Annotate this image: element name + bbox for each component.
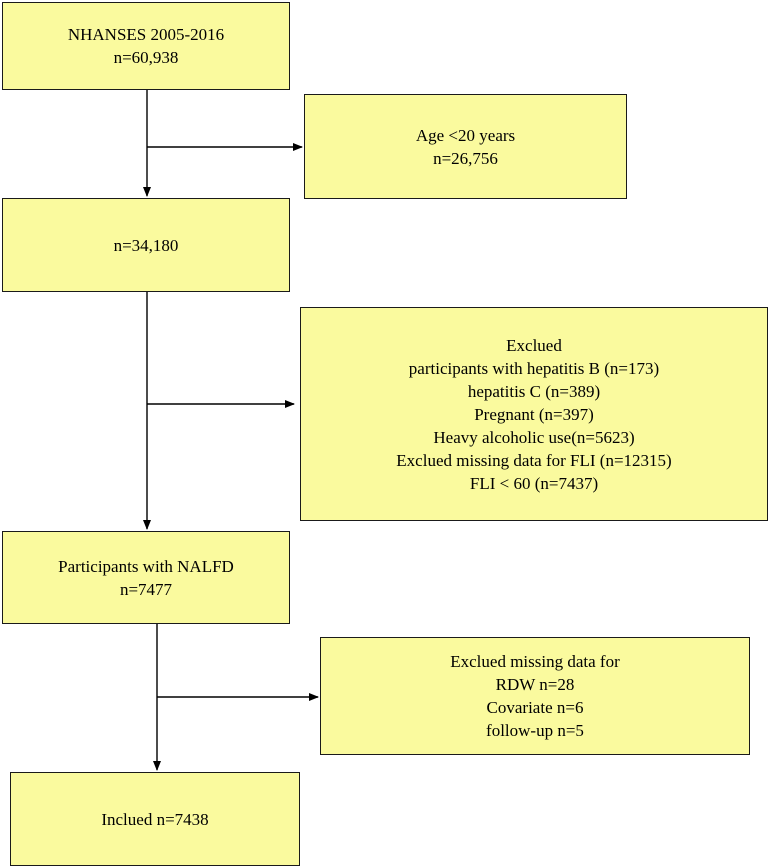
- box-final-included: Inclued n=7438: [10, 772, 300, 866]
- box-source-population: NHANSES 2005-2016 n=60,938: [2, 2, 290, 90]
- box-text-line: Inclued n=7438: [101, 809, 209, 829]
- box-text-line: n=26,756: [433, 148, 498, 168]
- box-text-line: follow-up n=5: [486, 721, 584, 740]
- box-text-line: RDW n=28: [495, 675, 575, 694]
- box-text-line: Exclued missing data for: [450, 652, 620, 671]
- box-text-line: n=60,938: [113, 48, 179, 67]
- box-text-line: n=7477: [119, 579, 173, 599]
- box-adults: n=34,180: [2, 198, 290, 292]
- box-age-excluded: Age <20 years n=26,756: [304, 94, 627, 199]
- box-text-line: Exclued missing data for FLI (n=12315): [396, 450, 672, 470]
- box-text-line: hepatitis C (n=389): [467, 381, 601, 401]
- box-text-line: Age <20 years: [415, 125, 516, 145]
- box-text-line: Exclued: [506, 335, 562, 355]
- box-nafld-participants: Participants with NALFD n=7477: [2, 531, 290, 624]
- box-exclusions: Exclued participants with hepatitis B (n…: [300, 307, 768, 521]
- box-text-line: n=34,180: [113, 235, 179, 255]
- box-text-line: participants with hepatitis B (n=173): [408, 358, 660, 378]
- box-text-line: Participants with NALFD: [58, 556, 234, 576]
- box-text-line: FLI < 60 (n=7437): [469, 473, 599, 493]
- box-text-line: Heavy alcoholic use(n=5623): [433, 427, 635, 447]
- box-missing-data: Exclued missing data for RDW n=28 Covari…: [320, 637, 750, 755]
- box-text-line: Pregnant (n=397): [474, 404, 594, 424]
- box-text-line: NHANSES 2005-2016: [67, 25, 225, 44]
- box-text-line: Covariate n=6: [486, 698, 584, 717]
